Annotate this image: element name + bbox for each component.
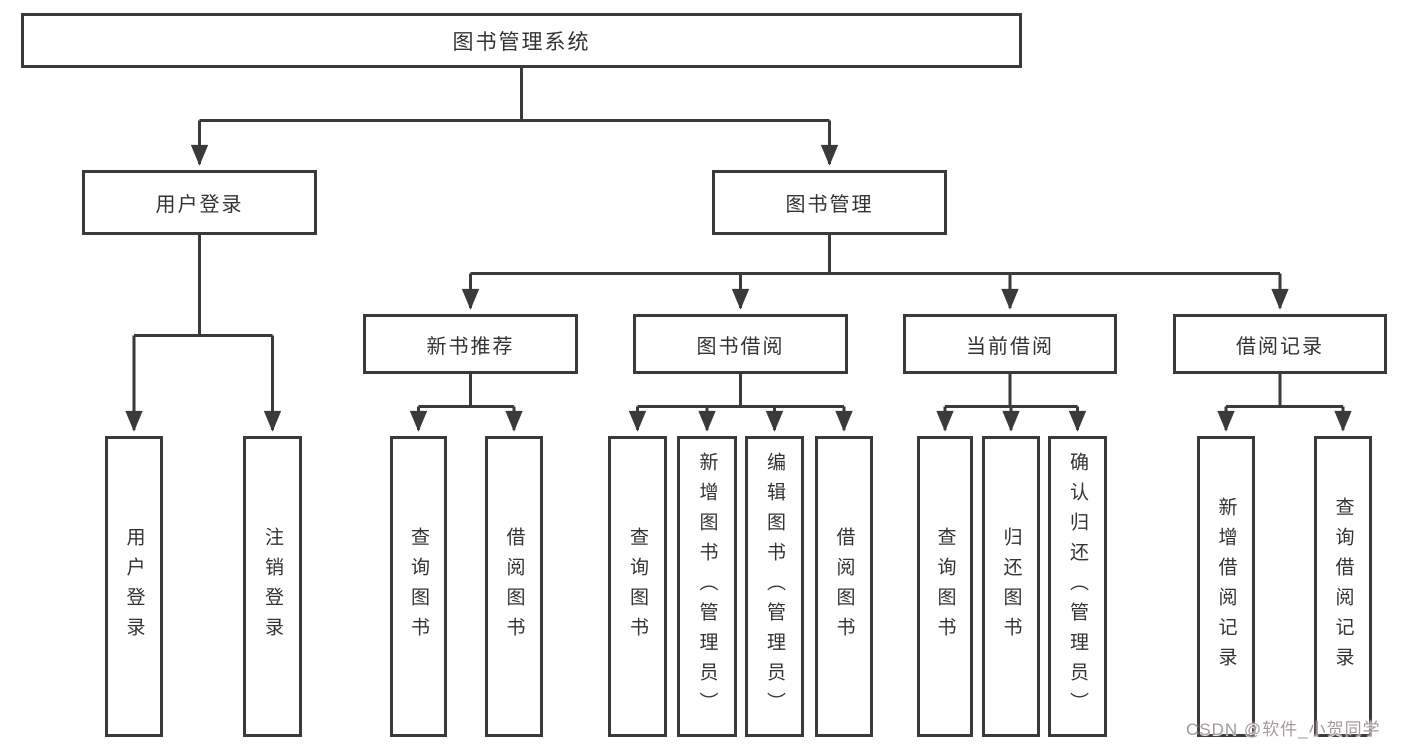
leaf-borrow-books-recommend-label: 借阅图书 bbox=[503, 526, 525, 647]
leaf-return-books: 归还图书 bbox=[982, 436, 1040, 737]
leaf-add-borrow-record-label: 新增借阅记录 bbox=[1215, 496, 1237, 677]
leaf-logout-label: 注销登录 bbox=[262, 526, 283, 647]
leaf-query-books-current: 查询图书 bbox=[917, 436, 973, 737]
node-root: 图书管理系统 bbox=[21, 13, 1022, 68]
leaf-edit-books-admin: 编辑图书（管理员） bbox=[745, 436, 804, 737]
leaf-query-borrow-record: 查询借阅记录 bbox=[1314, 436, 1372, 737]
leaf-borrow-books: 借阅图书 bbox=[815, 436, 873, 737]
leaf-borrow-books-recommend: 借阅图书 bbox=[485, 436, 543, 737]
node-current-borrow-label: 当前借阅 bbox=[966, 335, 1054, 358]
node-new-book-recommend-label: 新书推荐 bbox=[426, 335, 515, 358]
node-book-borrow: 图书借阅 bbox=[633, 314, 848, 374]
node-borrow-records-label: 借阅记录 bbox=[1236, 335, 1324, 358]
node-user-login-label: 用户登录 bbox=[155, 194, 244, 216]
leaf-logout: 注销登录 bbox=[243, 436, 302, 737]
leaf-user-login-label: 用户登录 bbox=[123, 526, 145, 647]
node-user-login: 用户登录 bbox=[82, 170, 317, 235]
node-book-borrow-label: 图书借阅 bbox=[696, 335, 785, 358]
node-borrow-records: 借阅记录 bbox=[1173, 314, 1387, 374]
leaf-user-login: 用户登录 bbox=[105, 436, 163, 737]
node-book-management: 图书管理 bbox=[712, 170, 947, 235]
leaf-confirm-return-admin-label: 确认归还（管理员） bbox=[1067, 451, 1088, 722]
node-new-book-recommend: 新书推荐 bbox=[363, 314, 578, 374]
node-current-borrow: 当前借阅 bbox=[903, 314, 1117, 374]
node-book-management-label: 图书管理 bbox=[785, 194, 874, 216]
node-root-label: 图书管理系统 bbox=[452, 30, 591, 54]
connector-group bbox=[125, 68, 1352, 432]
leaf-query-books-current-label: 查询图书 bbox=[934, 526, 956, 647]
leaf-query-books-recommend-label: 查询图书 bbox=[408, 526, 429, 647]
leaf-confirm-return-admin: 确认归还（管理员） bbox=[1048, 436, 1107, 737]
leaf-query-books-borrow-label: 查询图书 bbox=[627, 526, 648, 647]
leaf-borrow-books-label: 借阅图书 bbox=[833, 526, 855, 647]
leaf-add-borrow-record: 新增借阅记录 bbox=[1197, 436, 1255, 737]
leaf-edit-books-admin-label: 编辑图书（管理员） bbox=[764, 451, 785, 722]
leaf-return-books-label: 归还图书 bbox=[1000, 526, 1022, 647]
leaf-query-books-borrow: 查询图书 bbox=[608, 436, 667, 737]
leaf-add-books-admin: 新增图书（管理员） bbox=[677, 436, 737, 737]
leaf-add-books-admin-label: 新增图书（管理员） bbox=[696, 451, 718, 722]
leaf-query-borrow-record-label: 查询借阅记录 bbox=[1332, 496, 1354, 677]
leaf-query-books-recommend: 查询图书 bbox=[390, 436, 447, 737]
csdn-watermark: CSDN @软件_小贺同学 bbox=[1186, 720, 1381, 739]
